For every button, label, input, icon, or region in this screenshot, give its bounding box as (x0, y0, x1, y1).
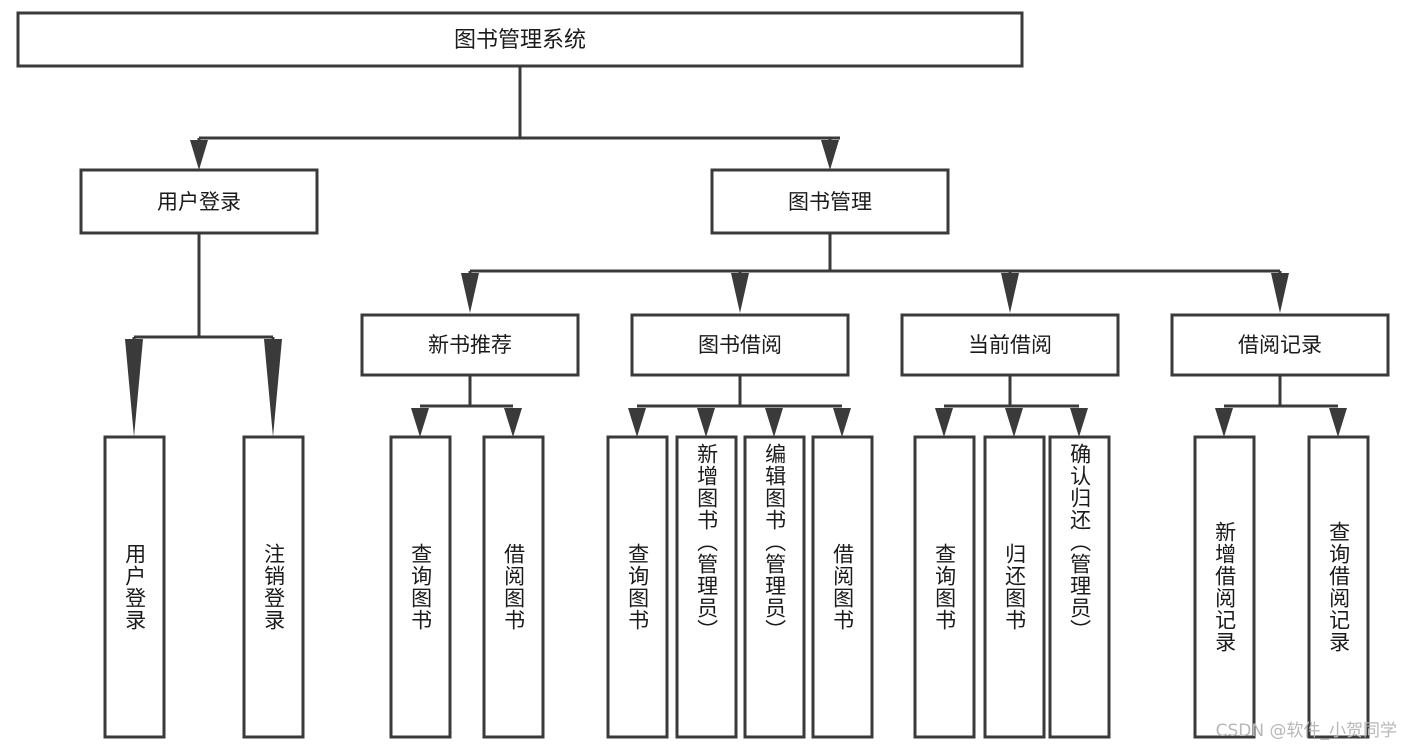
connector-group-new-book-recommend (411, 375, 522, 437)
arrow-head-to-book-borrow (731, 273, 749, 313)
arrow-head-to-current-borrow (1001, 273, 1019, 313)
arrow-head-leaf-query-record (1329, 408, 1347, 437)
arrow-head-leaf-return-books (1005, 408, 1023, 437)
arrow-head-to-user-login (190, 140, 208, 170)
arrow-head-leaf-borrow-books-2 (833, 408, 851, 437)
node-box-new-book-recommend[interactable] (360, 313, 580, 377)
node-box-root[interactable] (16, 11, 1024, 68)
arrow-head-leaf-confirm-return (1070, 408, 1088, 437)
node-box-leaf-borrow-books-2[interactable] (811, 435, 874, 739)
connector-group-book-borrow (628, 375, 851, 437)
node-box-leaf-query-books-3[interactable] (913, 435, 976, 739)
arrow-head-leaf-add-book (697, 408, 715, 437)
node-box-book-borrow[interactable] (630, 313, 850, 377)
arrow-head-to-new-book-recommend (461, 273, 479, 313)
connector-group-borrow-record (1215, 375, 1347, 437)
node-label-borrow-record: 借阅记录 (1238, 333, 1322, 357)
connector-group-root (190, 66, 840, 170)
node-box-user-login[interactable] (79, 168, 319, 235)
node-label-user-login: 用户登录 (157, 190, 241, 214)
arrow-head-leaf-query-books-2 (628, 408, 646, 437)
node-label-book-management: 图书管理 (788, 190, 872, 214)
node-box-leaf-logout[interactable] (242, 435, 305, 739)
node-box-leaf-user-login[interactable] (103, 435, 166, 739)
node-box-leaf-confirm-return[interactable] (1048, 435, 1111, 739)
node-label-root: 图书管理系统 (454, 28, 586, 53)
connector-group-current-borrow (935, 375, 1088, 437)
node-box-leaf-return-books[interactable] (983, 435, 1046, 739)
arrow-head-to-borrow-record (1271, 273, 1289, 313)
node-box-leaf-query-record[interactable] (1307, 435, 1370, 739)
connector-group-user-login (125, 233, 282, 437)
arrow-head-leaf-add-record (1215, 408, 1233, 437)
node-box-book-management[interactable] (710, 168, 950, 235)
node-box-leaf-edit-book[interactable] (743, 435, 806, 739)
arrow-head-leaf-edit-book (765, 408, 783, 437)
node-label-book-borrow: 图书借阅 (698, 333, 782, 357)
node-box-leaf-query-books-2[interactable] (606, 435, 669, 739)
arrow-head-leaf-query-books-3 (935, 408, 953, 437)
connector-group-book-management (461, 233, 1289, 313)
node-box-leaf-add-record[interactable] (1193, 435, 1256, 739)
node-label-new-book-recommend: 新书推荐 (428, 333, 512, 357)
node-box-borrow-record[interactable] (1170, 313, 1390, 377)
node-box-leaf-borrow-books-1[interactable] (482, 435, 545, 739)
arrow-head-to-book-management (821, 140, 839, 170)
node-box-current-borrow[interactable] (900, 313, 1120, 377)
node-box-leaf-query-books-1[interactable] (389, 435, 452, 739)
node-label-current-borrow: 当前借阅 (968, 333, 1052, 357)
arrow-head-leaf-borrow-books-1 (504, 408, 522, 437)
node-box-leaf-add-book[interactable] (675, 435, 738, 739)
arrow-head-leaf-query-books-1 (411, 408, 429, 437)
